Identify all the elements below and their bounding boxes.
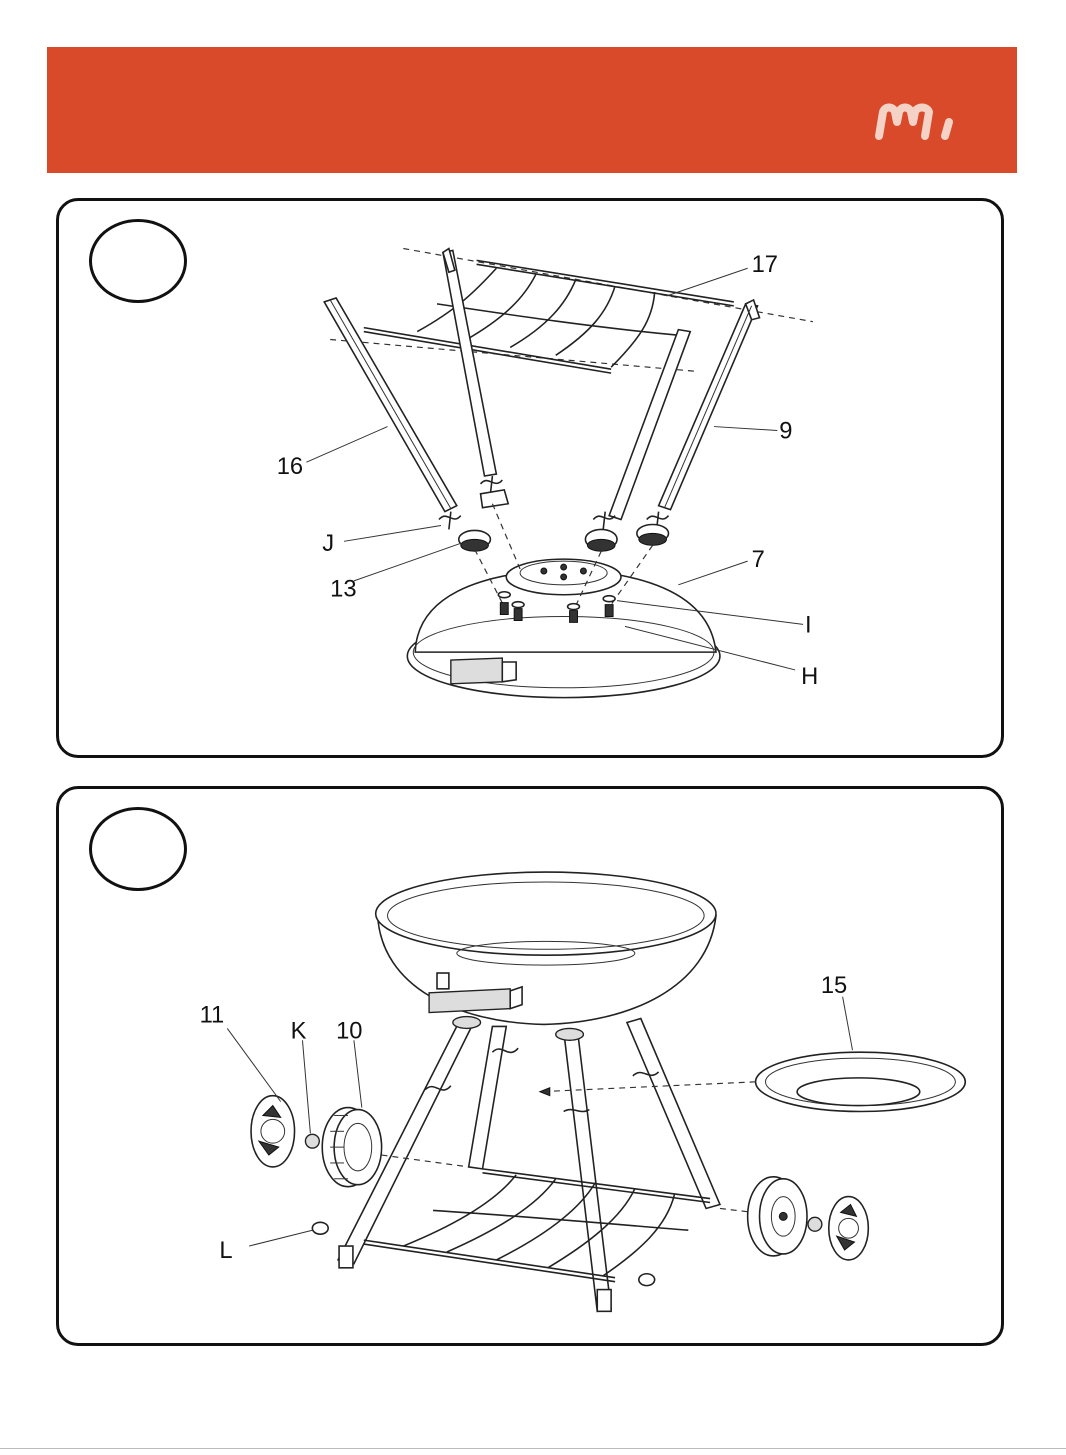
label-10: 10 [336,1018,362,1044]
leg-16 [324,298,457,512]
label-L: L [219,1238,232,1264]
label-K: K [291,1018,307,1044]
label-9: 9 [779,418,792,444]
header-banner [47,47,1017,173]
grill-bowl [376,872,716,1024]
leg-caps [459,490,669,551]
back-leg [443,248,496,476]
bottom-rack-2 [364,1169,710,1282]
label-15: 15 [821,973,847,999]
brand-logo-icon [875,102,965,140]
leg-9 [659,300,760,510]
left-wheel-assembly [251,1096,469,1187]
page-bottom-rule [0,1448,1066,1449]
label-J: J [322,531,334,557]
label-H: H [801,664,818,690]
cotter-pins-2 [425,1048,658,1111]
step-1-panel: 17 9 16 J 13 7 I H [56,198,1004,758]
bowl-wheel-assembly-diagram: 11 K 10 15 L [59,789,1001,1343]
label-13: 13 [330,577,356,603]
label-I: I [805,612,812,638]
ash-pan [540,1052,965,1111]
label-16: 16 [277,454,303,480]
label-17: 17 [752,252,778,278]
label-11: 11 [200,1002,225,1028]
step-2-panel: 11 K 10 15 L [56,786,1004,1346]
right-wheel-assembly [720,1177,868,1260]
stand-legs [338,1017,720,1312]
lid-leg-assembly-diagram: 17 9 16 J 13 7 I H [59,201,1001,755]
grill-lid [407,559,720,698]
label-7: 7 [752,547,765,573]
leg-tip-left [312,1222,328,1234]
leg-tip-right [639,1274,655,1286]
